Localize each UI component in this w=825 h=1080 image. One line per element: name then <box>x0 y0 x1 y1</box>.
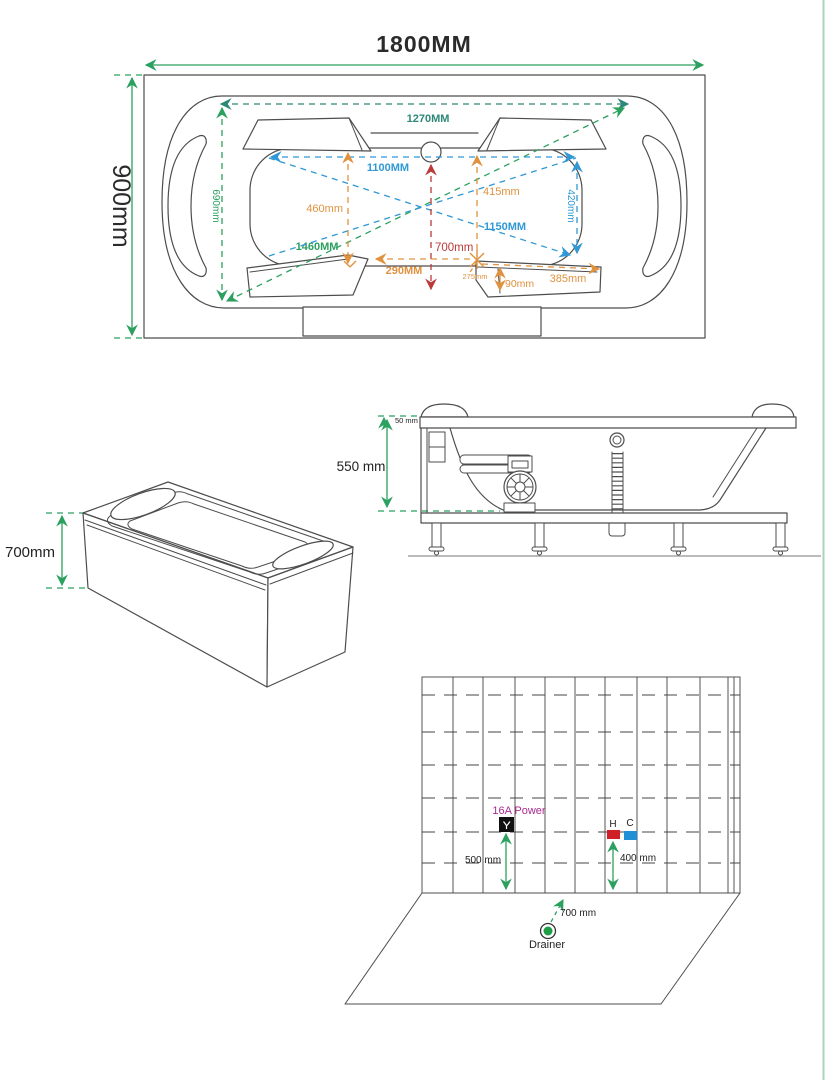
drainer-label: Drainer <box>529 939 565 951</box>
dim-90-label: 90mm <box>505 278 534 290</box>
dim-415: 415mm <box>471 154 520 256</box>
rim-thickness-label: 50 mm <box>395 416 418 425</box>
dim-1100: 1100MM <box>269 151 576 174</box>
dim-415-label: 415mm <box>483 186 520 198</box>
drain-distance-label: 700 mm <box>560 908 596 919</box>
dim-275-label: 275mm <box>462 272 487 281</box>
top-view: 1800MM 900mm <box>107 31 706 339</box>
dim-700-height: 700mm <box>5 512 92 589</box>
power-label: 16A Power <box>492 805 546 817</box>
dim-1460-label: 1460MM <box>296 241 339 253</box>
dim-1270-label: 1270MM <box>407 113 450 125</box>
dim-290-label: 290MM <box>386 265 423 277</box>
tile-grid <box>421 676 741 894</box>
side-height-label: 550 mm <box>337 459 386 474</box>
dim-690: 690mm <box>210 106 228 302</box>
hot-tap-icon <box>607 830 620 839</box>
dim-90: 90mm <box>494 266 534 292</box>
iso-pillow <box>110 487 176 521</box>
dim-460-label: 460mm <box>306 203 343 215</box>
right-headrest <box>751 403 795 418</box>
dim-1150: 1150MM <box>268 157 577 258</box>
top-view-title: 1800MM <box>376 31 471 57</box>
left-headrest <box>420 403 469 418</box>
support-frame <box>408 512 821 557</box>
dim-1100-label: 1100MM <box>367 162 409 174</box>
dim-550: 550 mm <box>337 415 500 512</box>
drain-column <box>608 432 626 537</box>
iso-view: 700mm <box>5 481 354 688</box>
iso-height-label: 700mm <box>5 544 55 561</box>
left-pillow <box>167 134 207 278</box>
dim-290: 290MM <box>374 253 474 277</box>
dim-275: 275mm <box>462 261 488 281</box>
height-label: 900mm <box>107 164 135 247</box>
rim-band <box>419 416 797 429</box>
frame-legs <box>428 522 789 556</box>
arrow-cluster <box>343 250 485 269</box>
dim-50: 50 mm <box>378 416 418 429</box>
tap-height-label: 400 mm <box>620 853 656 864</box>
tub-bounding-box <box>143 74 706 339</box>
drainer-dot-icon <box>543 926 553 936</box>
armrest-top-left <box>242 117 372 152</box>
power-height-label: 500 mm <box>465 855 501 866</box>
floor-plane <box>344 892 741 1005</box>
right-pillow <box>642 134 682 278</box>
dim-385-label: 385mm <box>550 273 587 285</box>
tub-3d-body <box>82 481 354 688</box>
overflow-hole <box>420 141 442 163</box>
dim-690-label: 690mm <box>210 189 221 222</box>
water-taps: H C 400 mm <box>607 818 656 891</box>
armrest-top-right <box>477 117 607 152</box>
socket-pins-icon <box>503 821 511 829</box>
dim-460: 460mm <box>306 151 354 265</box>
drainer-group: 700 mm Drainer <box>529 898 596 951</box>
dim-700-red: 700mm <box>425 163 473 291</box>
dim-900: 900mm <box>107 74 146 339</box>
dim-1150-label: 1150MM <box>484 221 526 233</box>
wall-view: 16A Power 500 mm H C 400 mm 700 mm Drain… <box>344 676 741 1005</box>
dim-420-label: 420mm <box>565 189 576 222</box>
hot-label: H <box>609 819 616 830</box>
power-socket: 16A Power 500 mm <box>465 805 546 891</box>
iso-grab-ledge <box>272 540 334 570</box>
dim-700-label: 700mm <box>435 242 473 254</box>
cold-label: C <box>626 818 633 829</box>
apron-panel <box>302 306 542 337</box>
pump-unit <box>459 454 537 513</box>
side-view: 550 mm 50 mm <box>337 403 821 557</box>
dim-385: 385mm <box>481 262 601 285</box>
dim-420: 420mm <box>565 160 583 255</box>
cold-tap-icon <box>624 831 637 840</box>
